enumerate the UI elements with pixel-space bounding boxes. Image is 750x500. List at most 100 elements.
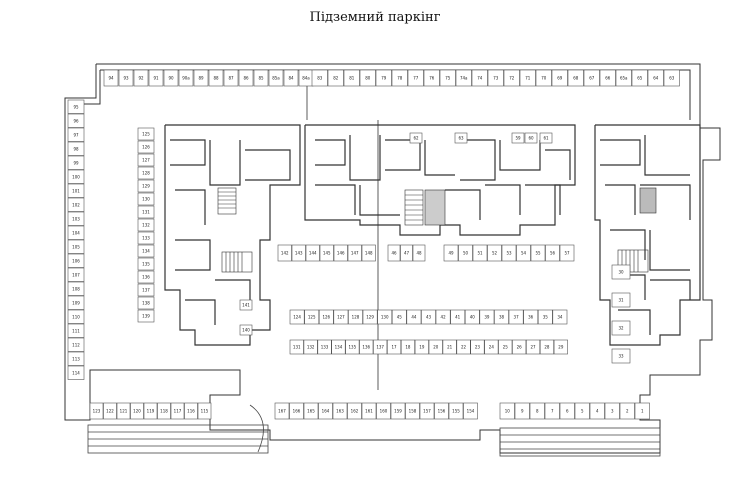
parking-space-box xyxy=(137,309,155,323)
parking-space-label: 75 xyxy=(445,76,451,81)
parking-space: 9 xyxy=(514,402,530,420)
parking-space-box xyxy=(303,339,318,355)
parking-space-label: 131 xyxy=(293,345,301,350)
parking-space: 70 xyxy=(535,69,552,87)
parking-space-box xyxy=(67,99,85,114)
parking-space-box xyxy=(455,69,472,87)
parking-space-label: 130 xyxy=(142,197,150,202)
parking-space-box xyxy=(487,69,504,87)
parking-space-box xyxy=(332,402,348,420)
parking-space-label: 62 xyxy=(413,136,419,141)
parking-space-label: 60 xyxy=(528,136,534,141)
parking-space-box xyxy=(400,244,413,262)
parking-space-label: 56 xyxy=(550,251,556,256)
parking-space-label: 7 xyxy=(551,409,554,414)
parking-space: 1 xyxy=(634,402,650,420)
parking-space-label: 127 xyxy=(337,315,345,320)
parking-space-box xyxy=(317,339,332,355)
parking-space-label: 25 xyxy=(503,345,509,350)
parking-space-label: 73 xyxy=(493,76,499,81)
parking-space: 117 xyxy=(170,402,185,420)
parking-space-label: 19 xyxy=(419,345,425,350)
parking-space-box xyxy=(419,402,435,420)
parking-space: 69 xyxy=(551,69,568,87)
parking-space-box xyxy=(67,323,85,338)
parking-space: 129 xyxy=(137,179,155,193)
parking-space: 17 xyxy=(386,339,402,355)
parking-space-label: 86 xyxy=(243,76,249,81)
parking-space-box xyxy=(223,69,239,87)
parking-space-label: 78 xyxy=(397,76,403,81)
parking-space: 21 xyxy=(442,339,457,355)
parking-space: 115 xyxy=(197,402,212,420)
parking-space: 111 xyxy=(67,323,85,338)
parking-space: 47 xyxy=(400,244,413,262)
parking-space-label: 90 xyxy=(168,76,174,81)
parking-space-label: 47 xyxy=(404,251,410,256)
parking-space: 163 xyxy=(332,402,348,420)
parking-space: 164 xyxy=(318,402,333,420)
parking-space-box xyxy=(501,244,517,262)
parking-space-box xyxy=(435,309,451,325)
parking-space-label: 32 xyxy=(618,326,624,331)
parking-space-label: 5 xyxy=(581,409,584,414)
parking-space: 119 xyxy=(143,402,158,420)
parking-space: 106 xyxy=(67,253,85,268)
parking-space-label: 113 xyxy=(72,356,80,361)
parking-space-label: 106 xyxy=(72,258,80,263)
parking-space-box xyxy=(583,69,600,87)
parking-space-label: 24 xyxy=(489,345,495,350)
parking-space-box xyxy=(238,69,254,87)
parking-space: 121 xyxy=(116,402,131,420)
parking-space-label: 155 xyxy=(452,409,460,414)
parking-space-label: 114 xyxy=(72,370,80,375)
parking-space-label: 8 xyxy=(536,409,539,414)
parking-space-label: 145 xyxy=(323,251,331,256)
parking-space: 96 xyxy=(67,113,85,128)
parking-space-label: 100 xyxy=(72,174,80,179)
parking-space: 74 xyxy=(471,69,488,87)
parking-space-box xyxy=(318,309,334,325)
parking-space-box xyxy=(545,244,560,262)
parking-space-label: 129 xyxy=(366,315,374,320)
parking-space-box xyxy=(611,348,631,364)
parking-space-box xyxy=(333,244,348,262)
parking-space-label: 9 xyxy=(521,409,524,414)
parking-space-box xyxy=(170,402,185,420)
parking-space: 62 xyxy=(409,132,423,144)
parking-space: 167 xyxy=(274,402,290,420)
parking-space-box xyxy=(137,231,155,245)
parking-space-box xyxy=(530,244,546,262)
parking-space-box xyxy=(386,339,402,355)
parking-space-box xyxy=(178,69,194,87)
parking-space-label: 31 xyxy=(618,298,624,303)
parking-space: 148 xyxy=(361,244,376,262)
parking-space: 157 xyxy=(419,402,435,420)
parking-space: 141 xyxy=(239,299,253,311)
parking-space: 20 xyxy=(428,339,443,355)
parking-space-box xyxy=(499,402,515,420)
parking-space: 100 xyxy=(67,169,85,184)
parking-space-box xyxy=(277,244,292,262)
parking-space-box xyxy=(67,295,85,310)
parking-space: 77 xyxy=(407,69,424,87)
parking-space-box xyxy=(311,69,328,87)
parking-space: 101 xyxy=(67,183,85,198)
parking-space-label: 21 xyxy=(447,345,453,350)
parking-space-label: 80 xyxy=(365,76,371,81)
parking-space-box xyxy=(439,69,456,87)
parking-space-label: 167 xyxy=(278,409,286,414)
parking-space-label: 128 xyxy=(352,315,360,320)
parking-space: 98 xyxy=(67,141,85,156)
parking-space-box xyxy=(391,309,407,325)
parking-space: 76 xyxy=(423,69,440,87)
parking-space-label: 132 xyxy=(142,223,150,228)
parking-space-label: 116 xyxy=(187,409,195,414)
parking-space-box xyxy=(137,283,155,297)
parking-space-label: 41 xyxy=(455,315,461,320)
parking-space-box xyxy=(163,69,179,87)
parking-space: 37 xyxy=(508,309,524,325)
parking-space-label: 70 xyxy=(541,76,547,81)
parking-space: 95 xyxy=(67,99,85,114)
parking-space-box xyxy=(442,339,457,355)
